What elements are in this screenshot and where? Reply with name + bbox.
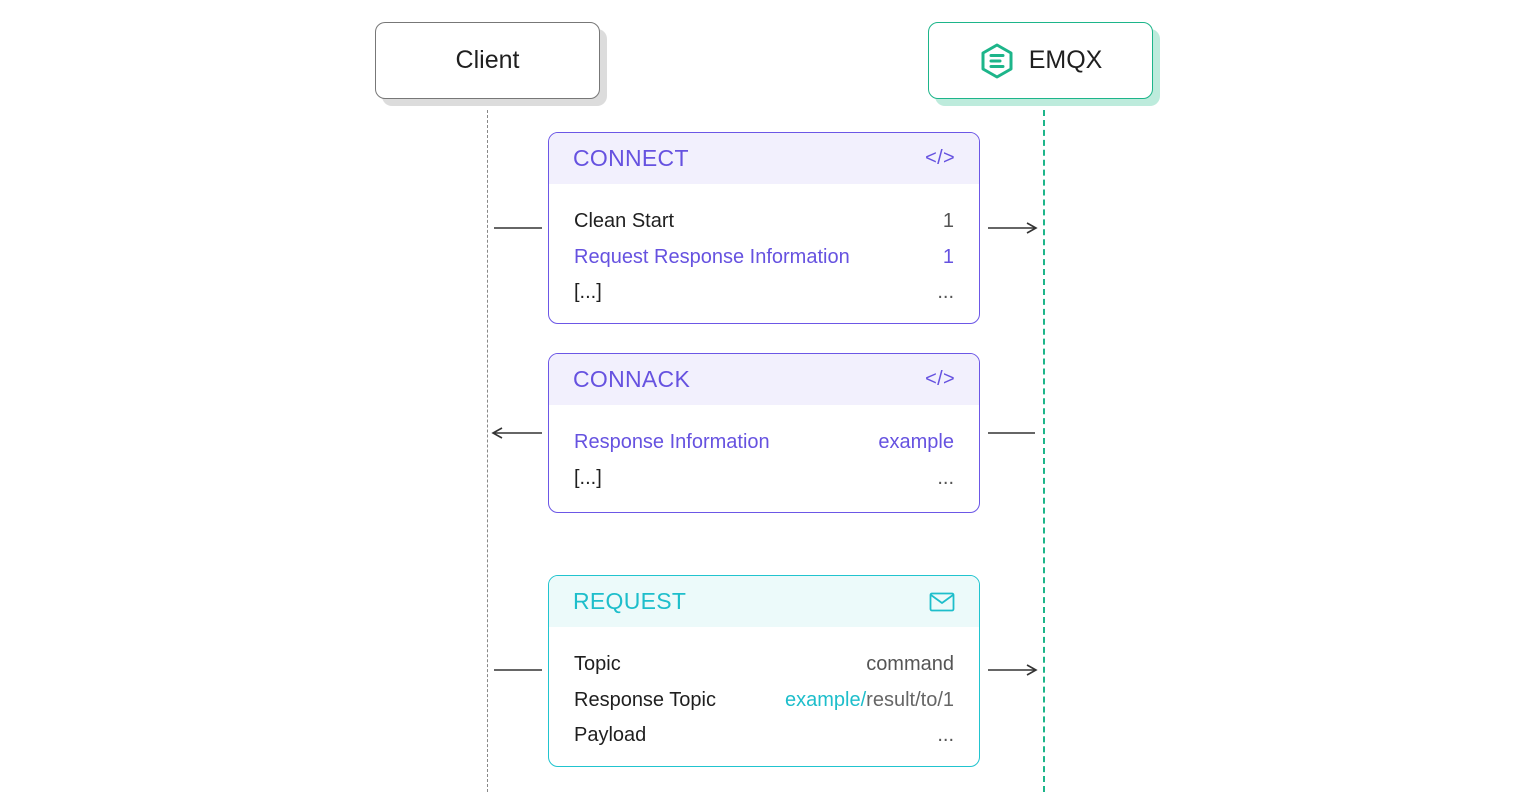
- request-message-card: REQUEST Topic command Response Topic exa…: [548, 575, 980, 767]
- request-card-header: REQUEST: [549, 576, 979, 627]
- connack-card-header: CONNACK </>: [549, 354, 979, 405]
- code-icon: </>: [925, 147, 955, 169]
- request-row-topic: Topic command: [574, 647, 954, 683]
- connack-row-more: [...] ...: [574, 461, 954, 497]
- response-topic-prefix: example/: [785, 688, 867, 711]
- envelope-icon: [929, 592, 955, 611]
- request-row-response-topic: Response Topic example/result/to/1: [574, 683, 954, 719]
- client-actor-box: Client: [375, 22, 600, 99]
- row-label: Request Response Information: [574, 245, 850, 268]
- connect-row-clean-start: Clean Start 1: [574, 204, 954, 240]
- row-value: 1: [942, 245, 954, 268]
- row-label: Topic: [574, 653, 621, 676]
- connect-card-header: CONNECT </>: [549, 133, 979, 184]
- connack-packet-card: CONNACK </> Response Information example…: [548, 353, 980, 513]
- row-label: Response Topic: [574, 688, 716, 711]
- row-label: [...]: [574, 281, 602, 304]
- response-topic-value: example/result/to/1: [785, 689, 954, 712]
- row-value: 1: [942, 210, 954, 233]
- emqx-lifeline: [1043, 110, 1045, 792]
- connect-arrowhead: [1026, 222, 1038, 234]
- row-label: Clean Start: [574, 210, 675, 233]
- code-icon: </>: [925, 368, 955, 390]
- row-value: ...: [937, 466, 954, 489]
- row-label: Payload: [574, 724, 647, 747]
- emqx-actor-box: EMQX: [928, 22, 1153, 99]
- row-label: Response Information: [574, 431, 770, 454]
- connect-packet-card: CONNECT </> Clean Start 1 Request Respon…: [548, 132, 980, 324]
- row-value: ...: [937, 724, 954, 747]
- emqx-logo-icon: [981, 43, 1013, 78]
- client-label: Client: [455, 46, 520, 74]
- connack-title: CONNACK: [573, 366, 691, 392]
- connect-title: CONNECT: [573, 145, 689, 171]
- row-label: [...]: [574, 466, 602, 489]
- row-value: example: [878, 431, 954, 454]
- response-topic-suffix: result/to/1: [866, 688, 954, 711]
- request-row-payload: Payload ...: [574, 718, 954, 754]
- request-arrowhead: [1026, 664, 1038, 676]
- connect-row-more: [...] ...: [574, 275, 954, 311]
- request-title: REQUEST: [573, 588, 687, 614]
- connect-row-request-response-information: Request Response Information 1: [574, 240, 954, 276]
- client-lifeline: [487, 110, 488, 792]
- row-value: ...: [937, 281, 954, 304]
- emqx-label: EMQX: [1028, 46, 1103, 74]
- row-value: command: [866, 653, 954, 676]
- connack-row-response-information: Response Information example: [574, 425, 954, 461]
- connack-arrowhead: [491, 427, 503, 439]
